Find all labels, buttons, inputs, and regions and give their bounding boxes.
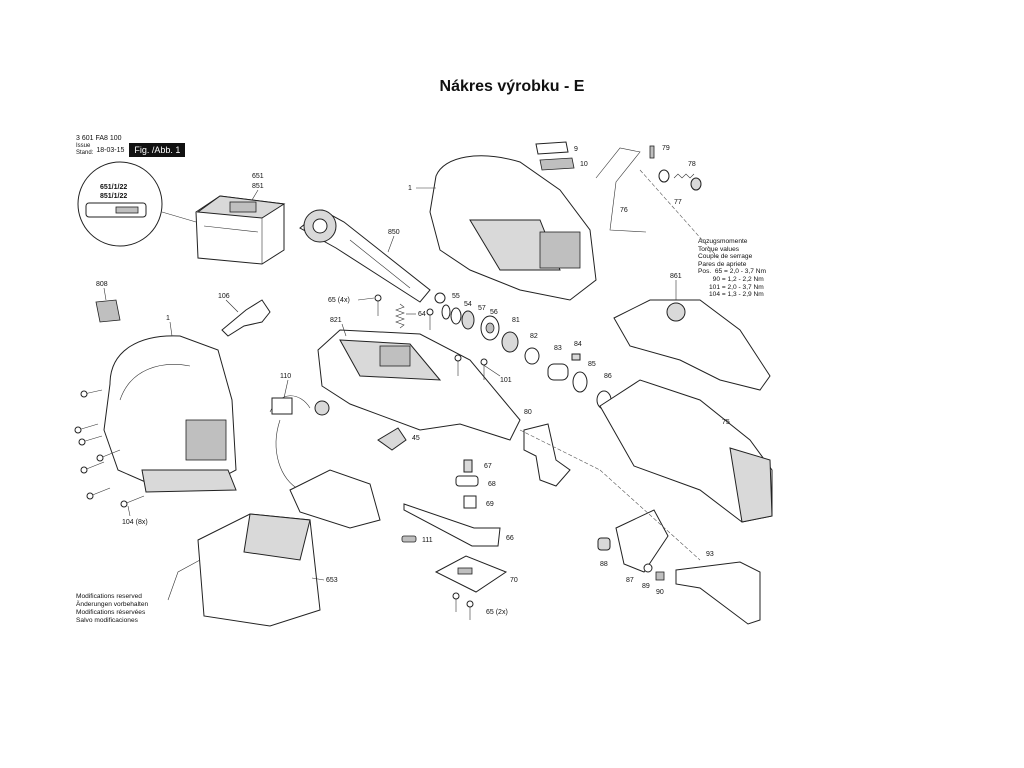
screws-65 [374, 294, 488, 380]
gear-parts [501, 331, 612, 410]
top-cover [613, 299, 771, 391]
note-line: Salvo modificaciones [76, 617, 138, 624]
figure-badge: Fig. /Abb. 1 [129, 143, 186, 157]
part-label-808: 808 [96, 281, 108, 288]
modifications-note: Modifications reserved Änderungen vorbeh… [76, 593, 148, 625]
torque-value-line: 104 = 1,3 - 2,9 Nm [698, 291, 764, 299]
torque-title-line: Anzugsmomente [698, 238, 748, 245]
blade-holder-parts [597, 509, 761, 625]
part-label-79: 79 [662, 145, 670, 152]
issue-label: Issue [76, 143, 91, 149]
part-label-851: 851 [252, 183, 264, 190]
part-label-75: 75 [722, 419, 730, 426]
issue-date: 18-03-15 [96, 146, 125, 154]
part-label-90: 90 [656, 589, 664, 596]
blade-clamp-bracket [523, 423, 571, 487]
spring-64 [395, 303, 405, 329]
part-45 [377, 427, 407, 451]
part-label-111: 111 [422, 537, 433, 544]
part-label-83: 83 [554, 345, 562, 352]
battery-charger [167, 513, 321, 627]
sliding-plate [434, 555, 508, 593]
housing-shell-right [429, 155, 597, 301]
torque-values-table: Anzugsmomente Torque values Couple de se… [698, 238, 766, 299]
part-label-70: 70 [510, 577, 518, 584]
housing-shell-left [103, 335, 237, 493]
part-label-66: 66 [506, 535, 514, 542]
part-label-101: 101 [500, 377, 512, 384]
part-label-10: 10 [580, 161, 588, 168]
part-label-76: 76 [620, 207, 628, 214]
part-label-85: 85 [588, 361, 596, 368]
part-label-56: 56 [490, 309, 498, 316]
part-label-86: 86 [604, 373, 612, 380]
part-label-54: 54 [464, 301, 472, 308]
torque-value-line: 90 = 1,2 - 2,2 Nm [698, 275, 764, 283]
part-label-67: 67 [484, 463, 492, 470]
part-label-1-left: 1 [166, 315, 170, 322]
part-label-1-top: 1 [408, 185, 412, 192]
drive-shaft-assembly [299, 209, 446, 304]
torque-value-line: Pos. 65 = 2,0 - 3,7 Nm [698, 268, 766, 276]
part-label-45: 45 [412, 435, 420, 442]
callout-label-851-1-22: 851/1/22 [100, 193, 127, 200]
screw-111 [401, 535, 417, 543]
part-label-651: 651 [252, 173, 264, 180]
label-sticker [95, 299, 121, 323]
label-plates [535, 141, 575, 171]
part-label-69: 69 [486, 501, 494, 508]
part-label-93: 93 [706, 551, 714, 558]
trigger-parts [403, 459, 501, 547]
part-label-81: 81 [512, 317, 520, 324]
note-line: Modifications réservées [76, 609, 146, 616]
note-line: Änderungen vorbehalten [76, 601, 149, 608]
part-label-106: 106 [218, 293, 230, 300]
part-label-104: 104 (8x) [122, 519, 148, 526]
part-label-80: 80 [524, 409, 532, 416]
part-label-82: 82 [530, 333, 538, 340]
part-label-88: 88 [600, 561, 608, 568]
part-label-84: 84 [574, 341, 582, 348]
part-label-9: 9 [574, 146, 578, 153]
page-title: Nákres výrobku - E [439, 78, 585, 95]
part-label-64: 64 [418, 311, 426, 318]
stand-label: Stand: [76, 150, 94, 156]
part-label-65-4x: 65 (4x) [328, 297, 350, 304]
part-label-653: 653 [326, 577, 338, 584]
screws-101 [481, 363, 501, 377]
document-header: 3 601 FA8 100 Issue Stand: 18-03-15 Fig.… [76, 134, 186, 157]
part-number: 3 601 FA8 100 [76, 135, 122, 142]
gearbox-housing [317, 329, 521, 441]
screws-65-2x [452, 592, 474, 620]
torque-value-line: 101 = 2,0 - 3,7 Nm [698, 283, 764, 291]
part-label-821: 821 [330, 317, 342, 324]
part-label-110: 110 [280, 373, 291, 380]
part-label-55: 55 [452, 293, 460, 300]
part-label-89: 89 [642, 583, 650, 590]
note-line: Modifications reserved [76, 593, 142, 600]
torque-title-line: Pares de apriete [698, 260, 747, 268]
screws-104 [74, 389, 145, 508]
part-label-78: 78 [688, 161, 696, 168]
wire-bow [595, 147, 647, 233]
torque-title-line: Torque values [698, 245, 740, 253]
battery-label-callout: 651/1/22 851/1/22 [77, 161, 197, 247]
part-label-68: 68 [488, 481, 496, 488]
battery-pack [195, 195, 286, 265]
front-shroud [599, 379, 773, 523]
part-label-87: 87 [626, 577, 634, 584]
part-label-850: 850 [388, 229, 400, 236]
torque-title-line: Couple de serrage [698, 253, 753, 261]
bow-fasteners [649, 145, 702, 191]
part-label-861: 861 [670, 273, 682, 280]
belt-hook [221, 299, 271, 337]
washer-stack [441, 304, 500, 341]
part-label-65-2x: 65 (2x) [486, 609, 508, 616]
switch-wiring-assembly [269, 395, 381, 529]
callout-label-651-1-22: 651/1/22 [100, 184, 127, 191]
part-label-77: 77 [674, 199, 682, 206]
part-label-57: 57 [478, 305, 486, 312]
